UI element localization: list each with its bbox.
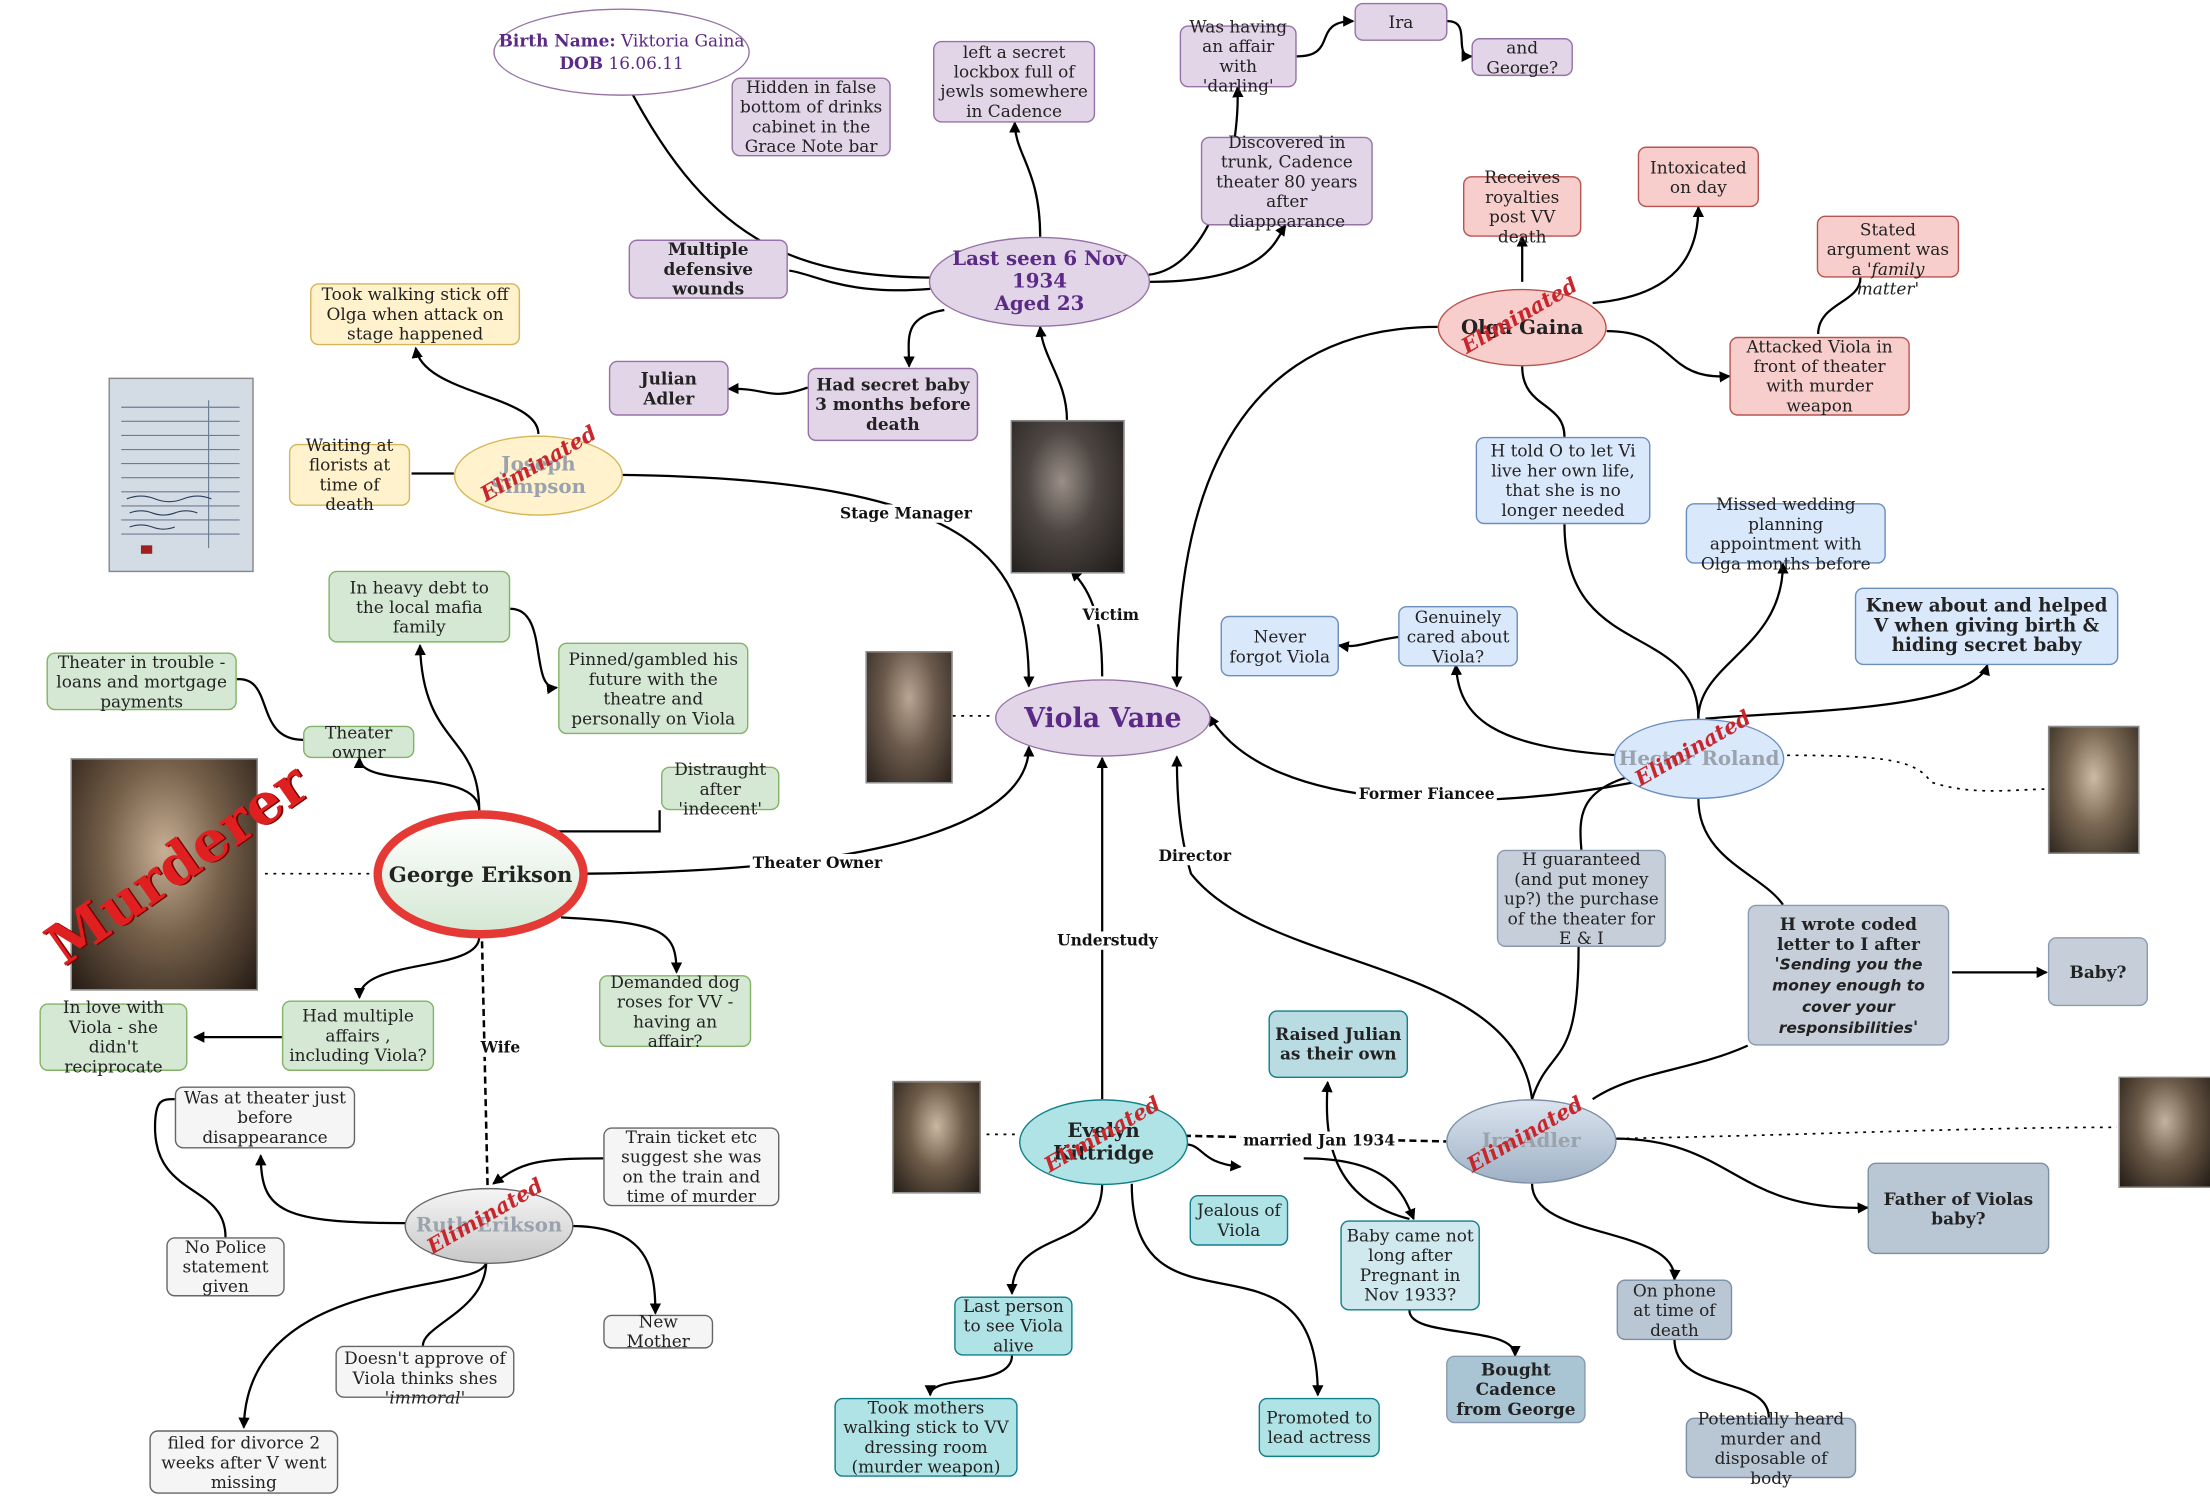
multiple-affairs-note[interactable]: Had multiple affairs , including Viola? (281, 1000, 435, 1071)
birth-name-label: Birth Name: (498, 31, 616, 51)
guaranteed-purchase-note[interactable]: H guaranteed (and put money up?) the pur… (1496, 849, 1666, 948)
new-mother-note[interactable]: New Mother (603, 1312, 714, 1351)
last-person-note[interactable]: Last person to see Viola alive (954, 1296, 1073, 1356)
trunk-remains-photo (1010, 419, 1125, 574)
letter-pre: H wrote coded letter to I after ' (1774, 914, 1920, 974)
divorce-note[interactable]: filed for divorce 2 weeks after V went m… (149, 1430, 339, 1494)
hidden-bar-note[interactable]: Hidden in false bottom of drinks cabinet… (731, 77, 891, 157)
train-ticket-note[interactable]: Train ticket etc suggest she was on the … (603, 1127, 780, 1207)
at-theater-note[interactable]: Was at theater just before disappearance (174, 1086, 356, 1149)
argument-note[interactable]: Stated argument was a 'family matter' (1816, 215, 1960, 299)
letter-post: ' (1913, 1017, 1919, 1038)
hector-roland-node[interactable]: Hector Roland (1613, 718, 1785, 800)
took-stick-note[interactable]: Took walking stick off Olga when attack … (310, 283, 521, 346)
julian-adler-note[interactable]: Julian Adler (608, 360, 729, 416)
evelyn-portrait-photo (892, 1080, 981, 1194)
victim-label: Victim (1079, 605, 1142, 625)
theater-trouble-note[interactable]: Theater in trouble - loans and mortgage … (46, 652, 237, 711)
wife-label: Wife (477, 1038, 524, 1057)
secret-baby-note[interactable]: Had secret baby 3 months before death (807, 367, 979, 442)
missed-wedding-note[interactable]: Missed wedding planning appointment with… (1685, 494, 1886, 573)
baby-came-note[interactable]: Baby came not long after Pregnant in Nov… (1340, 1220, 1480, 1311)
knew-about-baby-note[interactable]: Knew about and helped V when giving birt… (1854, 587, 2119, 666)
discovered-note[interactable]: Discovered in trunk, Cadence theater 80 … (1200, 132, 1373, 230)
hector-portrait-photo (2047, 725, 2140, 854)
joseph-simpson-node[interactable]: Joseph Simpson (453, 435, 623, 516)
theater-owner-label: Theater Owner (749, 853, 885, 873)
waiting-florists-note[interactable]: Waiting at florists at time of death (288, 435, 411, 514)
bought-cadence-note[interactable]: Bought Cadence from George (1446, 1355, 1586, 1424)
on-phone-note[interactable]: On phone at time of death (1616, 1279, 1733, 1341)
affair-note[interactable]: Was having an affair with 'darling' (1179, 17, 1297, 96)
ira-portrait-photo (2118, 1076, 2210, 1188)
father-of-baby-note[interactable]: Father of Violas baby? (1867, 1162, 2050, 1255)
heard-murder-note[interactable]: Potentially heard murder and disposable … (1685, 1408, 1857, 1487)
disapprove-em: immoral (389, 1388, 461, 1408)
married-label: married Jan 1934 (1240, 1131, 1398, 1150)
former-fiancee-label: Former Fiancee (1355, 784, 1498, 804)
dog-roses-note[interactable]: Demanded dog roses for VV - having an af… (599, 972, 752, 1051)
argument-em: family matter (1856, 259, 1925, 299)
promoted-note[interactable]: Promoted to lead actress (1258, 1397, 1380, 1458)
george-question-note[interactable]: and George? (1471, 37, 1573, 77)
ira-question-note[interactable]: Ira (1354, 2, 1448, 41)
george-erikson-node[interactable]: George Erikson (373, 810, 588, 939)
last-seen-line2: Aged 23 (994, 293, 1085, 316)
argument-pre: Stated argument was a ' (1826, 219, 1950, 280)
theater-owner-note[interactable]: Theater owner (303, 722, 415, 762)
lockbox-note[interactable]: left a secret lockbox full of jewls some… (933, 40, 1096, 123)
ruth-erikson-node[interactable]: Ruth Erikson (404, 1187, 574, 1265)
jealous-note[interactable]: Jealous of Viola (1189, 1194, 1289, 1246)
viola-vane-node[interactable]: Viola Vane (995, 679, 1211, 757)
raised-julian-note[interactable]: Raised Julian as their own (1268, 1010, 1409, 1079)
receipt-lines (121, 400, 240, 554)
dob-label: DOB (559, 53, 604, 74)
pinned-future-note[interactable]: Pinned/gambled his future with the theat… (558, 642, 749, 735)
distraught-note[interactable]: Distraught after 'indecent' (661, 759, 780, 818)
stage-manager-label: Stage Manager (837, 504, 975, 523)
in-love-note[interactable]: In love with Viola - she didn't reciproc… (39, 998, 188, 1077)
never-forgot-note[interactable]: Never forgot Viola (1220, 615, 1339, 677)
disapprove-note[interactable]: Doesn't approve of Viola thinks shes 'im… (335, 1345, 515, 1408)
mothers-stick-note[interactable]: Took mothers walking stick to VV dressin… (834, 1397, 1018, 1477)
dob-value: 16.06.11 (608, 53, 684, 74)
told-olga-note[interactable]: H told O to let Vi live her own life, th… (1475, 436, 1651, 525)
last-seen-node[interactable]: Last seen 6 Nov 1934 Aged 23 (928, 236, 1151, 327)
attacked-note[interactable]: Attacked Viola in front of theater with … (1729, 336, 1910, 416)
viola-portrait-photo (865, 651, 953, 784)
genuinely-cared-note[interactable]: Genuinely cared about Viola? (1398, 605, 1518, 667)
letter-em: Sending you the money enough to cover yo… (1772, 955, 1925, 1038)
baby-question-note[interactable]: Baby? (2047, 937, 2148, 1007)
no-police-note[interactable]: No Police statement given (166, 1237, 285, 1297)
disapprove-post: ' (460, 1388, 466, 1408)
george-portrait-photo (70, 758, 258, 991)
wounds-note[interactable]: Multiple defensive wounds (628, 239, 788, 299)
director-label: Director (1155, 846, 1234, 866)
understudy-label: Understudy (1054, 931, 1161, 950)
olga-gaina-node[interactable]: Olga Gaina (1437, 288, 1607, 367)
florist-receipt-image (108, 377, 254, 573)
ira-adler-node[interactable]: Ira Adler (1446, 1099, 1617, 1184)
royalties-note[interactable]: Receives royalties post VV death (1462, 167, 1582, 246)
argument-post: ' (1914, 279, 1920, 299)
birth-name-node[interactable]: Birth Name: Viktoria Gaina DOB 16.06.11 (493, 8, 750, 96)
intoxicated-note[interactable]: Intoxicated on day (1637, 146, 1759, 208)
mafia-debt-note[interactable]: In heavy debt to the local mafia family (328, 570, 511, 643)
evelyn-kittridge-node[interactable]: Evelyn Kittridge (1019, 1099, 1189, 1186)
disapprove-pre: Doesn't approve of Viola thinks shes ' (344, 1348, 506, 1408)
last-seen-line1: Last seen 6 Nov 1934 (952, 248, 1127, 294)
coded-letter-note[interactable]: H wrote coded letter to I after 'Sending… (1747, 904, 1950, 1046)
birth-name-value: Viktoria Gaina (620, 31, 745, 51)
